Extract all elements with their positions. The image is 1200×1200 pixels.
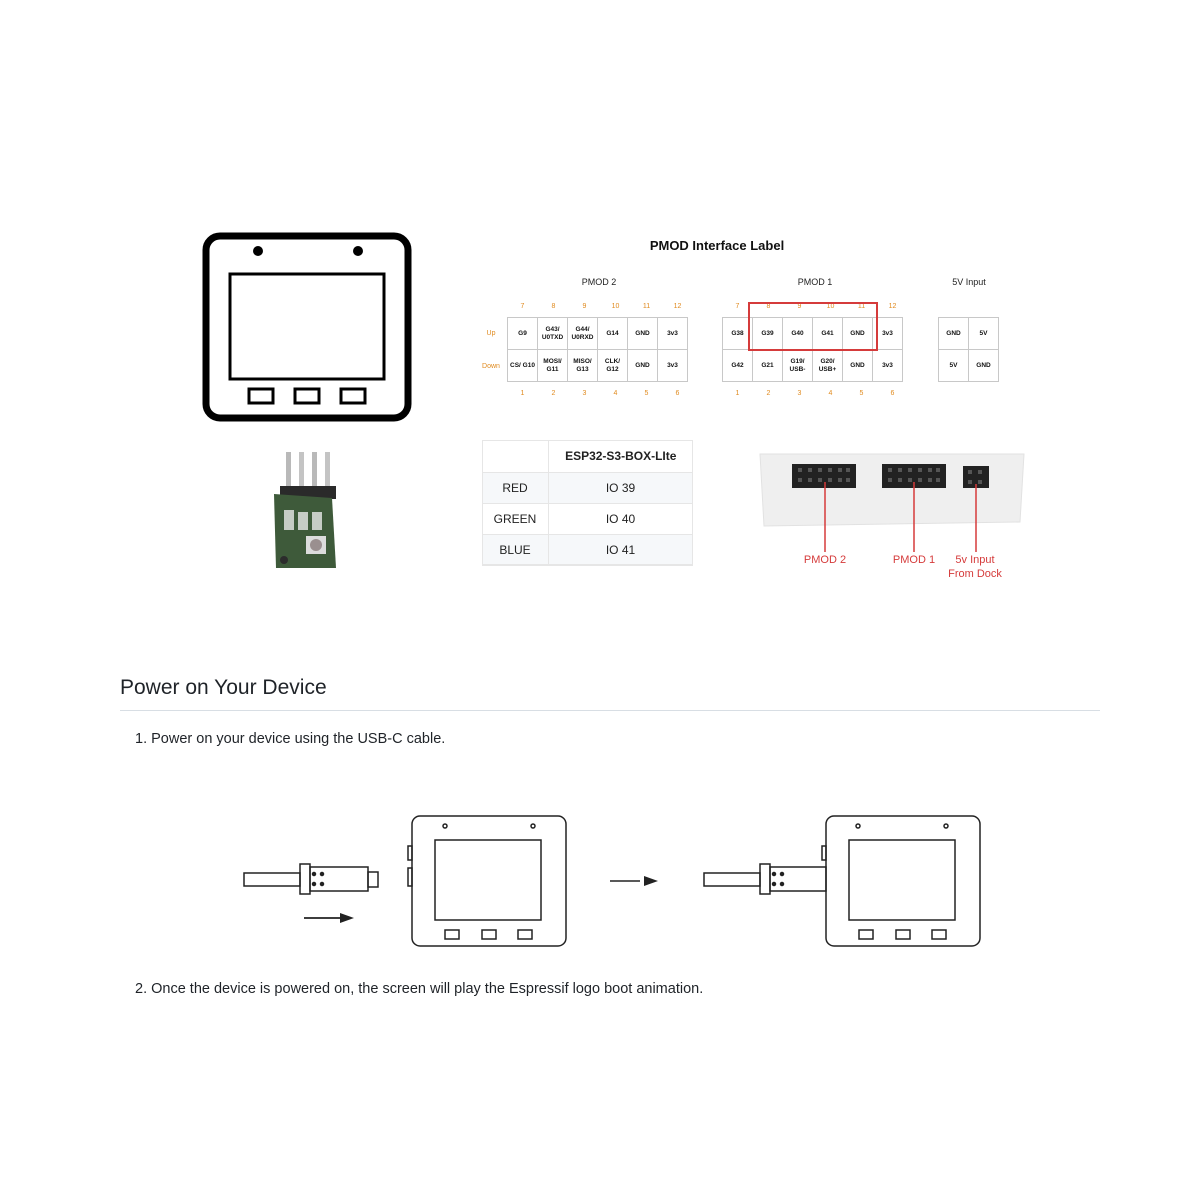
pin-cell: 3v3 (657, 349, 688, 382)
table-header-cell (482, 440, 549, 473)
pin-cell: G20/ USB+ (812, 349, 843, 382)
rgb-io-table: ESP32-S3-BOX-LIte RED IO 39 GREEN IO 40 … (482, 440, 693, 566)
pin-cell: MOSI/ G11 (537, 349, 568, 382)
dock-label-pmod2: PMOD 2 (803, 554, 847, 566)
table-cell: IO 40 (548, 503, 693, 535)
rgb-led-module-image (274, 452, 336, 568)
arrow-right-icon (644, 876, 658, 886)
pin-number: 9 (797, 303, 802, 310)
pin-number: 12 (673, 303, 682, 310)
table-header-cell: ESP32-S3-BOX-LIte (548, 440, 693, 473)
pin-number: 2 (551, 390, 556, 397)
pin-cell: GND (627, 349, 658, 382)
usb-c-power-illustration (243, 815, 981, 947)
pin-cell: 5V (968, 317, 999, 350)
up-row-label: Up (486, 330, 496, 337)
pin-number: 9 (582, 303, 587, 310)
dock-label-5v-line1: 5v Input (955, 554, 995, 566)
pin-cell: G19/ USB- (782, 349, 813, 382)
usb-c-plug-icon (243, 863, 379, 895)
table-row: BLUE IO 41 (482, 534, 693, 566)
5v-input-title: 5V Input (952, 277, 986, 287)
pin-number: 1 (735, 390, 740, 397)
pin-cell: G21 (752, 349, 783, 382)
pin-number: 7 (735, 303, 740, 310)
pin-number: 5 (859, 390, 864, 397)
pin-number: 11 (642, 303, 651, 310)
pin-number: 8 (766, 303, 771, 310)
pin-cell: G43/ U0TXD (537, 317, 568, 350)
heading-divider (120, 710, 1100, 711)
dock-label-5v-line2: From Dock (948, 568, 1002, 580)
pin-cell: GND (842, 317, 873, 350)
5v-input-pin-table: GND 5V 5V GND (938, 317, 999, 382)
pin-number: 11 (857, 303, 866, 310)
pin-number: 10 (611, 303, 620, 310)
dock-connector-image (759, 453, 1025, 552)
pin-number: 2 (766, 390, 771, 397)
pin-number: 12 (888, 303, 897, 310)
pin-cell: 5V (938, 349, 969, 382)
pmod-title: PMOD Interface Label (649, 238, 785, 253)
arrow-right-icon (304, 913, 354, 923)
pin-number: 6 (890, 390, 895, 397)
pin-cell: 3v3 (657, 317, 688, 350)
pin-number: 4 (828, 390, 833, 397)
pin-cell: G14 (597, 317, 628, 350)
down-row-label: Down (482, 363, 500, 370)
pin-number: 5 (644, 390, 649, 397)
pin-cell: GND (627, 317, 658, 350)
pmod2-title: PMOD 2 (581, 277, 617, 287)
step-2-text: 2. Once the device is powered on, the sc… (135, 981, 704, 997)
device-outline-icon (202, 232, 412, 422)
pin-number: 4 (613, 390, 618, 397)
pin-cell: G42 (722, 349, 753, 382)
pin-number: 3 (582, 390, 587, 397)
pin-number: 1 (520, 390, 525, 397)
pin-cell: G44/ U0RXD (567, 317, 598, 350)
pin-cell: MISO/ G13 (567, 349, 598, 382)
pin-number: 3 (797, 390, 802, 397)
pin-number: 6 (675, 390, 680, 397)
table-cell: GREEN (482, 503, 549, 535)
pin-number: 10 (826, 303, 835, 310)
pin-number: 8 (551, 303, 556, 310)
table-cell: IO 39 (548, 472, 693, 504)
pin-cell: CLK/ G12 (597, 349, 628, 382)
pmod2-pin-table: G9 G43/ U0TXD G44/ U0RXD G14 GND 3v3 CS/… (507, 317, 688, 382)
table-cell: RED (482, 472, 549, 504)
table-cell: IO 41 (548, 534, 693, 566)
pin-number: 7 (520, 303, 525, 310)
pin-cell: GND (968, 349, 999, 382)
pin-cell: GND (938, 317, 969, 350)
pin-cell: CS/ G10 (507, 349, 538, 382)
pin-cell: 3v3 (872, 349, 903, 382)
dock-label-pmod1: PMOD 1 (892, 554, 936, 566)
section-heading: Power on Your Device (120, 676, 327, 699)
rgb-pins-highlight (748, 302, 878, 351)
pin-cell: G9 (507, 317, 538, 350)
table-row: RED IO 39 (482, 472, 693, 504)
step-1-text: 1. Power on your device using the USB-C … (135, 731, 446, 747)
table-row: GREEN IO 40 (482, 503, 693, 535)
pin-cell: GND (842, 349, 873, 382)
pmod1-title: PMOD 1 (797, 277, 833, 287)
table-cell: BLUE (482, 534, 549, 566)
